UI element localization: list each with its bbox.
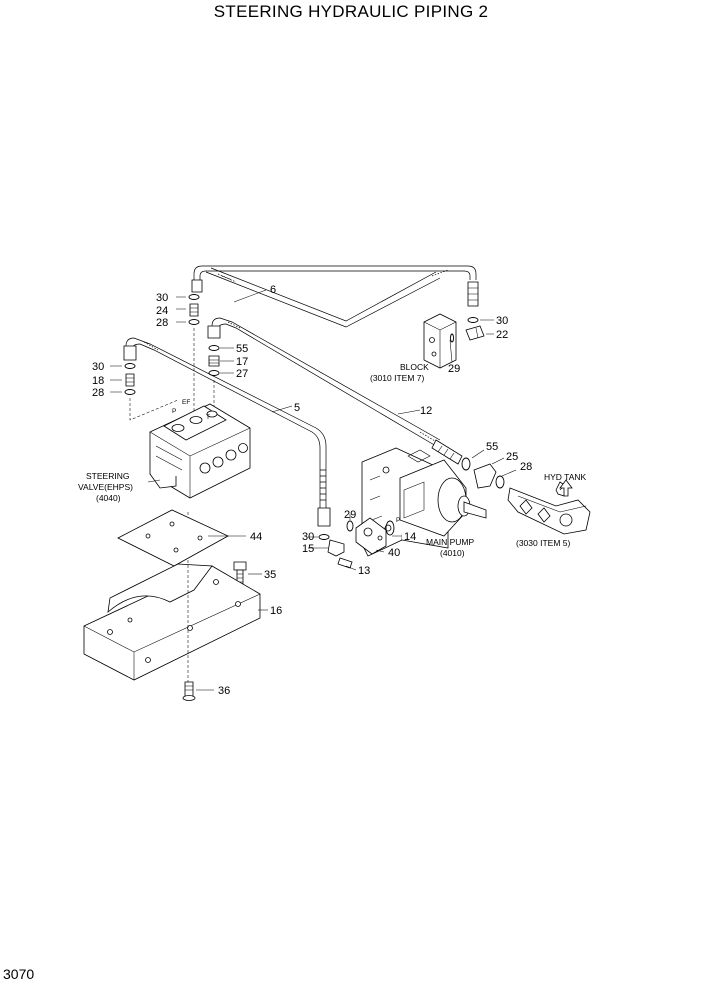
callout-25: 25 xyxy=(506,451,518,463)
hose-6 xyxy=(191,265,479,328)
block-ref-label: (3010 ITEM 7) xyxy=(370,373,424,383)
callout-29-block: 29 xyxy=(448,363,460,375)
hyd-tank-ref-label: (3030 ITEM 5) xyxy=(516,538,570,548)
callout-30-flange: 30 xyxy=(302,531,314,543)
hyd-tank-manifold xyxy=(507,481,591,535)
o-ring-29-lower xyxy=(346,520,354,532)
bolt-36 xyxy=(182,681,196,701)
pump-port-p-label: P xyxy=(396,517,400,524)
callout-27: 27 xyxy=(236,368,248,380)
fitting-stack-upper-left xyxy=(188,294,200,325)
callout-13: 13 xyxy=(358,565,370,577)
callout-12: 12 xyxy=(420,405,432,417)
hose-5 xyxy=(123,337,331,527)
callout-44: 44 xyxy=(250,531,262,543)
callout-36: 36 xyxy=(218,685,230,697)
callout-35: 35 xyxy=(264,569,276,581)
fittings-pump-outlet xyxy=(461,457,505,489)
valve-port-ef-label: EF xyxy=(182,399,190,406)
steering-valve-type-label: VALVE(EHPS) xyxy=(78,482,133,492)
tank-direction-arrow-icon xyxy=(559,479,573,497)
callout-40: 40 xyxy=(388,547,400,559)
callout-30-lower-left: 30 xyxy=(92,361,104,373)
bolt-13 xyxy=(337,557,353,569)
callout-55-middle: 55 xyxy=(236,343,248,355)
callout-6: 6 xyxy=(270,284,276,296)
page-number: 3070 xyxy=(3,966,35,982)
block-label: BLOCK xyxy=(400,362,429,372)
leader-lines xyxy=(110,289,567,691)
page-title: STEERING HYDRAULIC PIPING 2 xyxy=(213,2,489,21)
callout-14: 14 xyxy=(404,531,416,543)
callout-29-flange: 29 xyxy=(344,509,356,521)
callout-30-block: 30 xyxy=(496,315,508,327)
bracket-plate-16 xyxy=(83,560,261,690)
steering-valve: EF P T xyxy=(149,399,251,499)
callout-28-lower-left: 28 xyxy=(92,387,104,399)
callout-5: 5 xyxy=(294,402,300,414)
valve-port-t-label: T xyxy=(206,414,210,421)
callout-28-upper-left: 28 xyxy=(156,317,168,329)
hose-12 xyxy=(207,317,463,465)
callout-18: 18 xyxy=(92,375,104,387)
block xyxy=(423,313,485,369)
elbow-15 xyxy=(318,534,345,557)
hyd-tank-label: HYD TANK xyxy=(544,472,587,482)
fitting-stack-middle xyxy=(208,345,220,376)
main-pump-label: MAIN PUMP xyxy=(426,537,475,547)
steering-valve-label: STEERING xyxy=(86,471,129,481)
valve-port-p-label: P xyxy=(172,408,176,415)
o-ring-14 xyxy=(385,520,395,536)
gasket-44 xyxy=(117,509,229,567)
callout-17: 17 xyxy=(236,356,248,368)
callout-30-upper-left: 30 xyxy=(156,292,168,304)
callout-15: 15 xyxy=(302,543,314,555)
flange-40 xyxy=(355,517,387,555)
main-pump-ref-label: (4010) xyxy=(440,548,465,558)
callout-24: 24 xyxy=(156,305,168,317)
fitting-stack-lower-left xyxy=(124,363,136,395)
steering-valve-ref-label: (4040) xyxy=(96,493,121,503)
callout-22: 22 xyxy=(496,329,508,341)
callout-55-pump: 55 xyxy=(486,441,498,453)
callout-28-pump: 28 xyxy=(520,461,532,473)
callout-16: 16 xyxy=(270,605,282,617)
